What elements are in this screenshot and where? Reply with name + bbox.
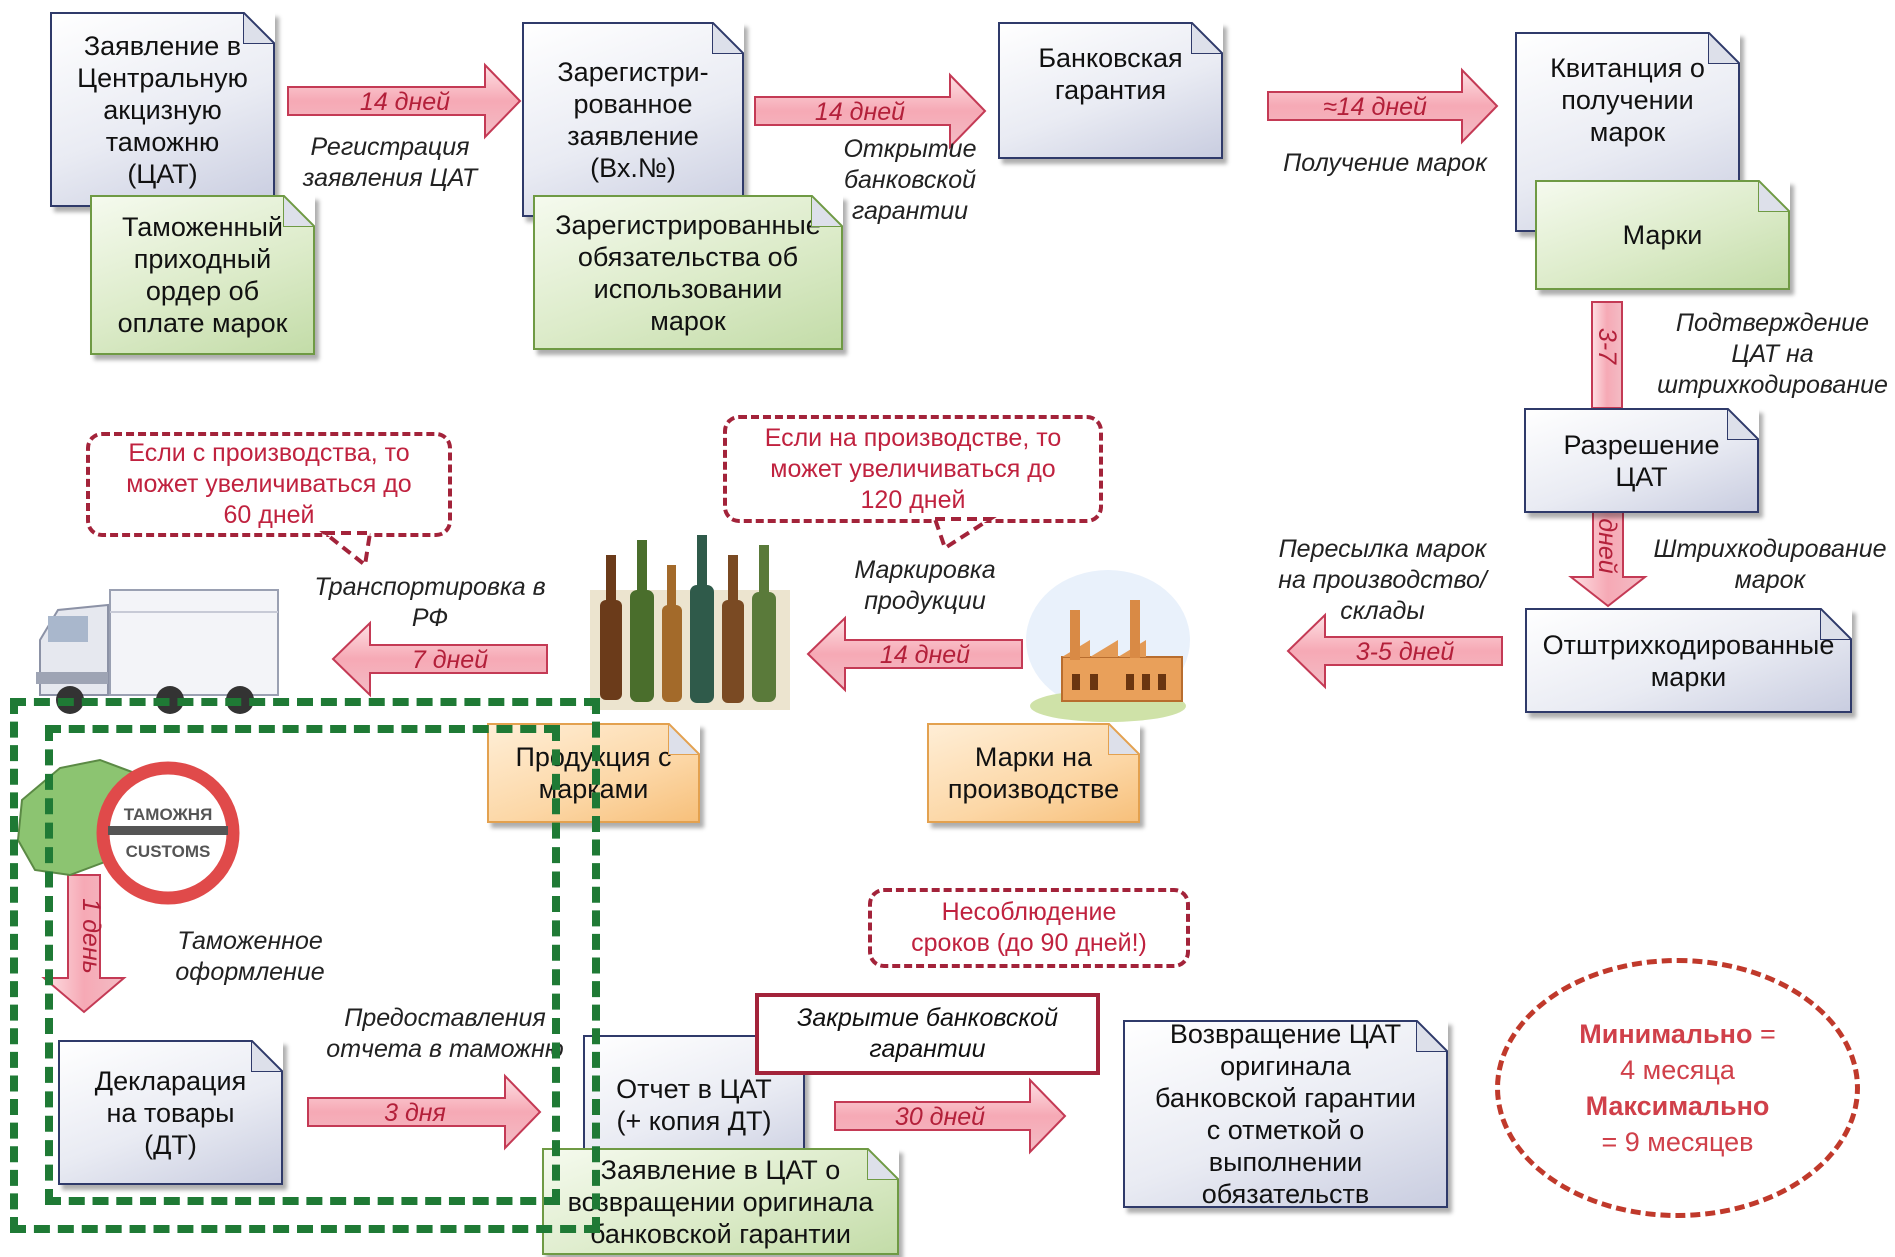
- arrow-label-11: 30 дней: [894, 1102, 986, 1131]
- arrow-label-7: 14 дней: [879, 640, 971, 669]
- summary-ellipse: Минимально = 4 месяца Максимально = 9 ме…: [1495, 958, 1860, 1218]
- label-registration: Регистрация заявления ЦАТ: [302, 133, 478, 192]
- folded-corner-icon: [1416, 1020, 1448, 1052]
- arrow-label-5: дней: [1593, 518, 1622, 574]
- arrow-right-4: [307, 1073, 542, 1151]
- arrow-right-3: [1267, 67, 1499, 145]
- doc-stamps-at-production: Марки на производстве: [927, 723, 1140, 823]
- arrow-label-2: 14 дней: [814, 97, 906, 126]
- arrow-label-3: ≈14 дней: [1323, 92, 1427, 121]
- label-marking: Маркировка продукции: [854, 556, 996, 615]
- arrow-right-1: [287, 62, 522, 140]
- customs-zone-outer: [10, 698, 600, 1233]
- label-opening: Открытие банковской гарантии: [843, 135, 977, 225]
- doc-application: Заявление в Центральную акцизную таможню…: [50, 12, 275, 207]
- bottles-illustration: [590, 535, 790, 710]
- arrow-left-3: [331, 620, 548, 698]
- label-report-submit: Предоставления отчета в таможню: [326, 1004, 564, 1063]
- arrow-left-2: [806, 615, 1023, 693]
- arrow-label-4: 3-7: [1593, 327, 1622, 365]
- label-clearance: Таможенное оформление: [175, 927, 325, 986]
- arrow-label-6: 3-5 дней: [1355, 637, 1455, 666]
- doc-declaration: Декларация на товары (ДТ): [58, 1040, 283, 1185]
- folded-corner-icon: [1108, 723, 1140, 755]
- arrow-label-10: 3 дня: [384, 1098, 446, 1127]
- arrow-right-2: [754, 72, 987, 150]
- note-production-import: Если с производства, то может увеличиват…: [86, 432, 452, 537]
- folded-corner-icon: [668, 723, 700, 755]
- factory-illustration: [1026, 570, 1190, 722]
- folded-corner-icon: [1708, 32, 1740, 64]
- doc-stamps: Марки: [1535, 180, 1790, 290]
- customs-sign-top: ТАМОЖНЯ: [124, 805, 213, 824]
- label-sending: Пересылка марок на производство/ склады: [1278, 535, 1487, 625]
- doc-permission: Разрешение ЦАТ: [1524, 408, 1759, 513]
- arrow-left-1: [1286, 612, 1503, 690]
- note-violation: Несоблюдение сроков (до 90 дней!): [868, 888, 1190, 968]
- doc-return-application: Заявление в ЦАТ о возвращении оригинала …: [542, 1148, 899, 1255]
- folded-corner-icon: [1191, 22, 1223, 54]
- folded-corner-icon: [867, 1148, 899, 1180]
- doc-customs-order: Таможенный приходный ордер об оплате мар…: [90, 195, 315, 355]
- label-barcoding: Штрихкодирование марок: [1653, 535, 1887, 594]
- arrow-down-3: [41, 874, 127, 1014]
- doc-registered-application: Зарегистри- рованное заявление (Вх.№): [522, 22, 744, 217]
- label-confirmation: Подтверждение ЦАТ на штрихкодирование: [1657, 309, 1888, 399]
- closing-guarantee: Закрытие банковской гарантии: [755, 993, 1100, 1075]
- folded-corner-icon: [243, 12, 275, 44]
- folded-corner-icon: [1758, 180, 1790, 212]
- customs-sign-bottom: CUSTOMS: [126, 842, 211, 861]
- folded-corner-icon: [811, 195, 843, 227]
- arrow-label-1: 14 дней: [359, 87, 451, 116]
- doc-barcoded-stamps: Отштрихкодированные марки: [1525, 608, 1852, 713]
- folded-corner-icon: [1820, 608, 1852, 640]
- folded-corner-icon: [1727, 408, 1759, 440]
- customs-zone-inner: [45, 725, 560, 1205]
- note-production-local: Если на производстве, то может увеличива…: [723, 415, 1103, 523]
- doc-bank-guarantee: Банковская гарантия: [998, 22, 1223, 159]
- customs-sign: [96, 761, 240, 905]
- doc-registered-obligations: Зарегистрированные обязательства об испо…: [533, 195, 843, 350]
- summary-min-value: 4 месяца: [1620, 1055, 1735, 1085]
- folded-corner-icon: [251, 1040, 283, 1072]
- label-transport: Транспортировка в РФ: [314, 573, 546, 632]
- doc-returned-guarantee: Возвращение ЦАТ оригинала банковской гар…: [1123, 1019, 1448, 1209]
- truck-illustration: [36, 589, 279, 714]
- summary-max: Максимально: [1585, 1091, 1770, 1121]
- label-receiving: Получение марок: [1283, 149, 1487, 177]
- summary-min: Минимально =: [1579, 1019, 1776, 1049]
- arrow-label-8: 7 дней: [411, 645, 489, 674]
- folded-corner-icon: [283, 195, 315, 227]
- arrow-right-5: [834, 1077, 1067, 1155]
- arrow-down-2: [1568, 509, 1648, 608]
- folded-corner-icon: [712, 22, 744, 54]
- summary-max-value: = 9 месяцев: [1601, 1127, 1754, 1157]
